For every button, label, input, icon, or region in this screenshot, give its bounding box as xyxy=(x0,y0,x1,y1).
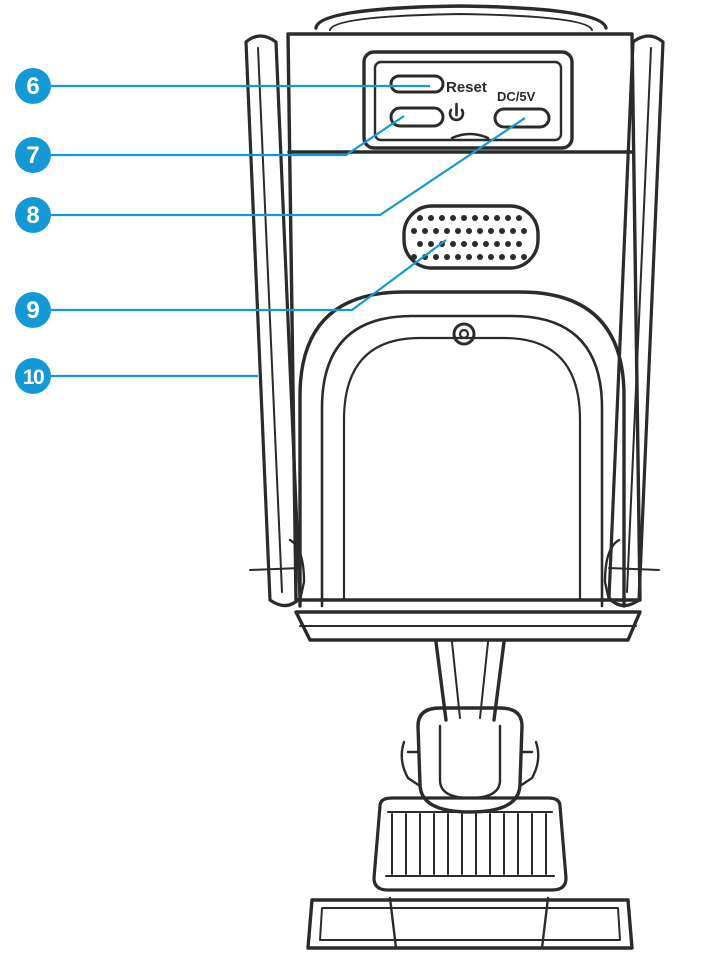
grille-hole xyxy=(433,228,439,234)
power-icon xyxy=(448,102,465,122)
grille-hole xyxy=(439,215,445,221)
grille-hole xyxy=(477,228,483,234)
grille-hole xyxy=(422,228,428,234)
callout-6: 6 xyxy=(15,68,430,104)
grille-hole xyxy=(444,254,450,260)
callout-9-number: 9 xyxy=(26,297,39,324)
callout-6-number: 6 xyxy=(26,73,39,100)
callout-8-number: 8 xyxy=(26,202,39,229)
port-panel xyxy=(362,50,574,150)
grille-hole xyxy=(428,241,434,247)
grille-hole xyxy=(488,228,494,234)
callout-8: 8 xyxy=(15,117,526,233)
grille-hole xyxy=(483,241,489,247)
grille-hole xyxy=(461,241,467,247)
dc-port[interactable] xyxy=(493,107,551,129)
callout-7-number: 7 xyxy=(26,142,39,169)
grille-hole xyxy=(472,241,478,247)
callout-10-number: 10 xyxy=(23,366,44,389)
grille-hole xyxy=(516,215,522,221)
reset-label: Reset xyxy=(446,79,487,96)
grille-hole xyxy=(494,241,500,247)
grille-hole xyxy=(505,215,511,221)
mount-nut xyxy=(372,796,568,892)
grille-hole xyxy=(505,241,511,247)
grille-hole xyxy=(472,215,478,221)
grille-hole xyxy=(450,215,456,221)
grille-hole xyxy=(499,228,505,234)
grille-hole xyxy=(461,215,467,221)
grille-hole xyxy=(417,215,423,221)
mount-base-plate xyxy=(306,896,634,950)
battery-cover xyxy=(298,290,626,608)
grille-hole xyxy=(455,228,461,234)
grille-hole xyxy=(499,254,505,260)
callout-7: 7 xyxy=(15,115,405,173)
grille-hole xyxy=(510,228,516,234)
grille-hole xyxy=(521,254,527,260)
grille-hole xyxy=(428,215,434,221)
grille-hole xyxy=(417,241,423,247)
callout-9: 9 xyxy=(15,239,447,328)
grille-hole xyxy=(510,254,516,260)
power-button[interactable] xyxy=(389,106,445,128)
grille-hole xyxy=(455,254,461,260)
camera-body xyxy=(286,4,642,642)
grille-hole xyxy=(516,241,522,247)
callout-10: 10 xyxy=(15,358,258,394)
grille-hole xyxy=(494,215,500,221)
grille-hole xyxy=(466,228,472,234)
grille-hole xyxy=(450,241,456,247)
right-side-wing xyxy=(603,34,665,608)
grille-hole xyxy=(466,254,472,260)
dc-5v-label: DC/5V xyxy=(497,89,536,104)
grille-hole xyxy=(433,254,439,260)
grille-hole xyxy=(483,215,489,221)
speaker-grille xyxy=(402,204,540,270)
grille-hole xyxy=(477,254,483,260)
grille-hole xyxy=(411,228,417,234)
grille-hole xyxy=(521,228,527,234)
mount-arm xyxy=(400,640,540,814)
grille-hole xyxy=(444,228,450,234)
grille-hole xyxy=(488,254,494,260)
reset-button[interactable] xyxy=(389,74,445,94)
screw-icon xyxy=(452,322,476,346)
grille-hole xyxy=(411,254,417,260)
